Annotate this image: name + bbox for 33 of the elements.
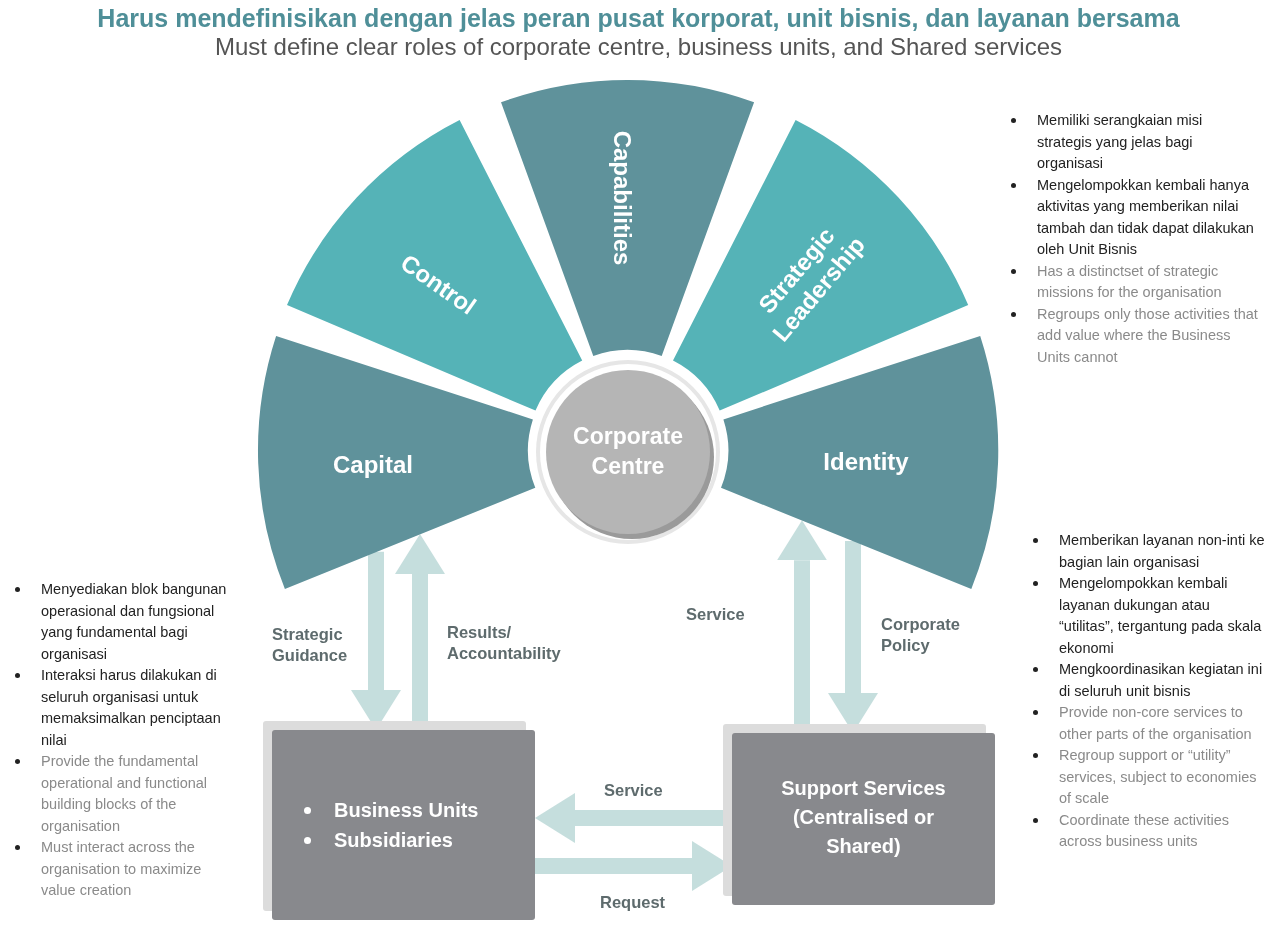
bullet-text: Mengkoordinasikan kegiatan ini di seluruh unit bisnis [1030, 659, 1268, 702]
node-label: Corporate Centre [572, 422, 684, 481]
bullet-text: Memberikan layanan non-inti ke bagian lain organisasi [1030, 530, 1268, 573]
edge-label: Strategic Guidance [272, 624, 349, 667]
bullet-text: Mengelompokkan kembali hanya aktivitas yang memberikan nilai tambah dan tidak dapat dilakukan oleh Unit Bisnis [1008, 174, 1260, 261]
node-label: Support Services (Centralised or Shared) [780, 776, 947, 859]
bullet-text: Memiliki serangkaian misi strategis yang jelas bagi organisasi [1008, 110, 1260, 175]
edge-label: Service [604, 780, 664, 801]
edge-label: Service [686, 604, 746, 625]
bullet-text: Provide the fundamental operational and functional building blocks of the organisation [12, 751, 240, 837]
fan-segment [501, 80, 755, 356]
bullet-text: Regroups only those activities that add value where the Business Units cannot [1008, 303, 1260, 368]
fan-segment [258, 335, 536, 589]
subtitle: Must define clear roles of corporate centre, business units, and Shared services [213, 33, 1064, 61]
bullet-text: Has a distinctset of strategic missions for the organisation [1008, 260, 1260, 304]
bullet-text: Business Units [302, 795, 479, 825]
bullet-text: Mengelompokkan kembali layanan dukungan atau “utilitas”, tergantung pada skala ekonomi [1030, 573, 1268, 659]
edge-label: Corporate Policy [881, 614, 961, 657]
title: Harus mendefinisikan dengan jelas peran pusat korporat, unit bisnis, dan layanan bersama [96, 4, 1181, 33]
segment-label: Capabilities [608, 130, 637, 266]
bullet-text: Provide non-core services to other parts of the organisation [1030, 702, 1268, 745]
bullet-text: Must interact across the organisation to maximize value creation [12, 837, 240, 902]
bullet-text: Regroup support or “utility” services, subject to economies of scale [1030, 745, 1268, 810]
bullet-text: Subsidiaries [302, 825, 479, 855]
fan-segment [673, 120, 969, 411]
fan-segment [287, 120, 583, 411]
edge-label: Results/ Accountability [447, 622, 562, 665]
segment-label: Identity [823, 447, 909, 477]
bullet-text: Coordinate these activities across business units [1030, 809, 1268, 853]
edge-label: Request [600, 892, 667, 913]
segment-label: Capital [333, 450, 413, 480]
bullet-text: Menyediakan blok bangunan operasional dan fungsional yang fundamental bagi organisasi [12, 579, 240, 665]
bullet-text: Interaksi harus dilakukan di seluruh organisasi untuk memaksimalkan penciptaan nilai [12, 665, 240, 751]
